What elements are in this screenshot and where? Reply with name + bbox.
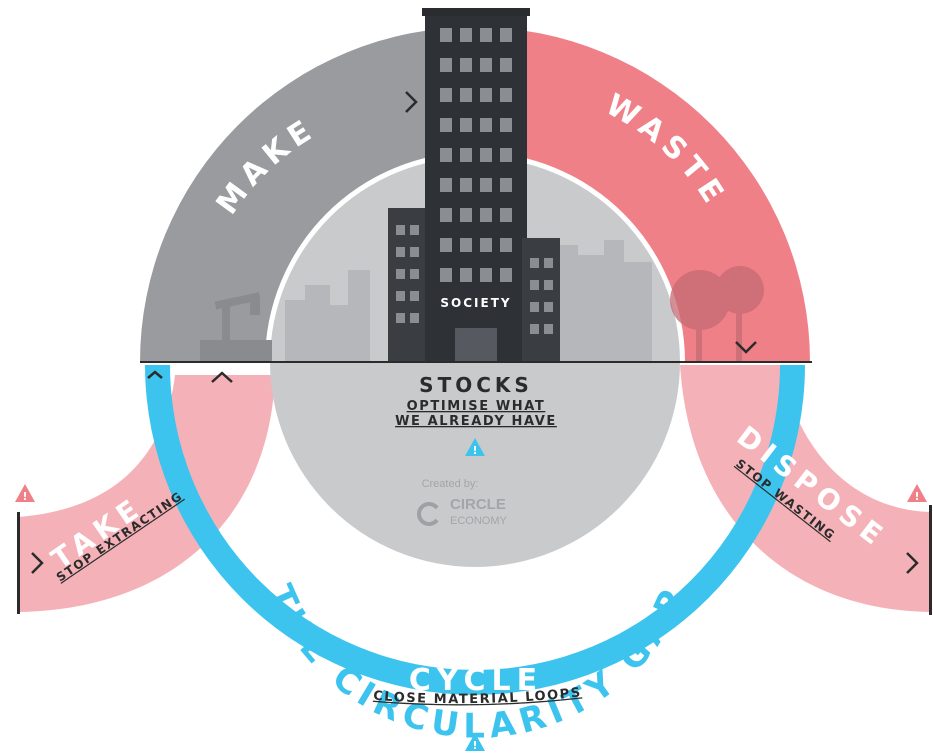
building-window — [410, 313, 419, 323]
building-window — [460, 58, 472, 72]
building-window — [500, 208, 512, 222]
building-window — [480, 178, 492, 192]
building-window — [500, 58, 512, 72]
skyline-icon — [285, 240, 652, 362]
building-window — [530, 302, 539, 312]
building-window — [410, 225, 419, 235]
building-window — [480, 88, 492, 102]
building-window — [480, 208, 492, 222]
building-window — [410, 291, 419, 301]
building-window — [480, 58, 492, 72]
building-window — [500, 118, 512, 132]
svg-text:ECONOMY: ECONOMY — [450, 515, 508, 527]
building-window — [530, 324, 539, 334]
building-window — [440, 88, 452, 102]
building-window — [396, 225, 405, 235]
building-window — [440, 58, 452, 72]
building-window — [530, 258, 539, 268]
stocks-label: STOCKS — [419, 373, 533, 397]
building-window — [440, 208, 452, 222]
building-window — [460, 28, 472, 42]
svg-text:!: ! — [22, 490, 27, 503]
building-window — [530, 280, 539, 290]
building-window — [544, 302, 553, 312]
oil-pump-icon — [200, 292, 272, 362]
credit-created-by: Created by: — [422, 478, 479, 490]
building-window — [460, 148, 472, 162]
building-window — [460, 88, 472, 102]
building-window — [480, 148, 492, 162]
building-window — [460, 268, 472, 282]
building-window — [440, 238, 452, 252]
building-window — [410, 247, 419, 257]
svg-text:!: ! — [914, 490, 919, 503]
building-window — [396, 291, 405, 301]
horizon-line — [140, 361, 812, 363]
building-window — [396, 313, 405, 323]
warning-icon: ! ! ! ! — [15, 438, 927, 752]
circle-economy-logo: CIRCLE ECONOMY — [417, 496, 508, 527]
chevron-icon — [31, 91, 919, 574]
building-window — [544, 280, 553, 290]
building-window — [460, 178, 472, 192]
building-window — [500, 88, 512, 102]
building-window — [480, 118, 492, 132]
building-window — [440, 148, 452, 162]
building-window — [396, 269, 405, 279]
cycle-label: CYCLE — [409, 663, 543, 698]
building-window — [440, 118, 452, 132]
make-arc — [140, 27, 475, 362]
building-window — [440, 28, 452, 42]
building-window — [460, 208, 472, 222]
building-window — [460, 118, 472, 132]
building-window — [396, 247, 405, 257]
building-window — [500, 28, 512, 42]
building-window — [500, 178, 512, 192]
building-window — [544, 324, 553, 334]
stocks-subtitle-1: OPTIMISE WHAT — [407, 399, 546, 414]
stocks-subtitle-2: WE ALREADY HAVE — [395, 414, 557, 429]
svg-text:!: ! — [472, 444, 477, 457]
building-window — [500, 268, 512, 282]
building-window — [440, 268, 452, 282]
svg-text:CIRCLE: CIRCLE — [450, 496, 506, 513]
building-icon — [388, 8, 560, 362]
building-window — [410, 269, 419, 279]
building-window — [460, 238, 472, 252]
building-window — [480, 28, 492, 42]
take-band — [17, 375, 275, 614]
svg-text:!: ! — [472, 739, 477, 752]
building-window — [544, 258, 553, 268]
society-label: SOCIETY — [440, 296, 511, 310]
building-window — [500, 148, 512, 162]
building-window — [440, 178, 452, 192]
building-window — [480, 268, 492, 282]
building-window — [500, 238, 512, 252]
building-window — [480, 238, 492, 252]
tree-icon — [670, 266, 764, 362]
dispose-band — [680, 365, 932, 615]
